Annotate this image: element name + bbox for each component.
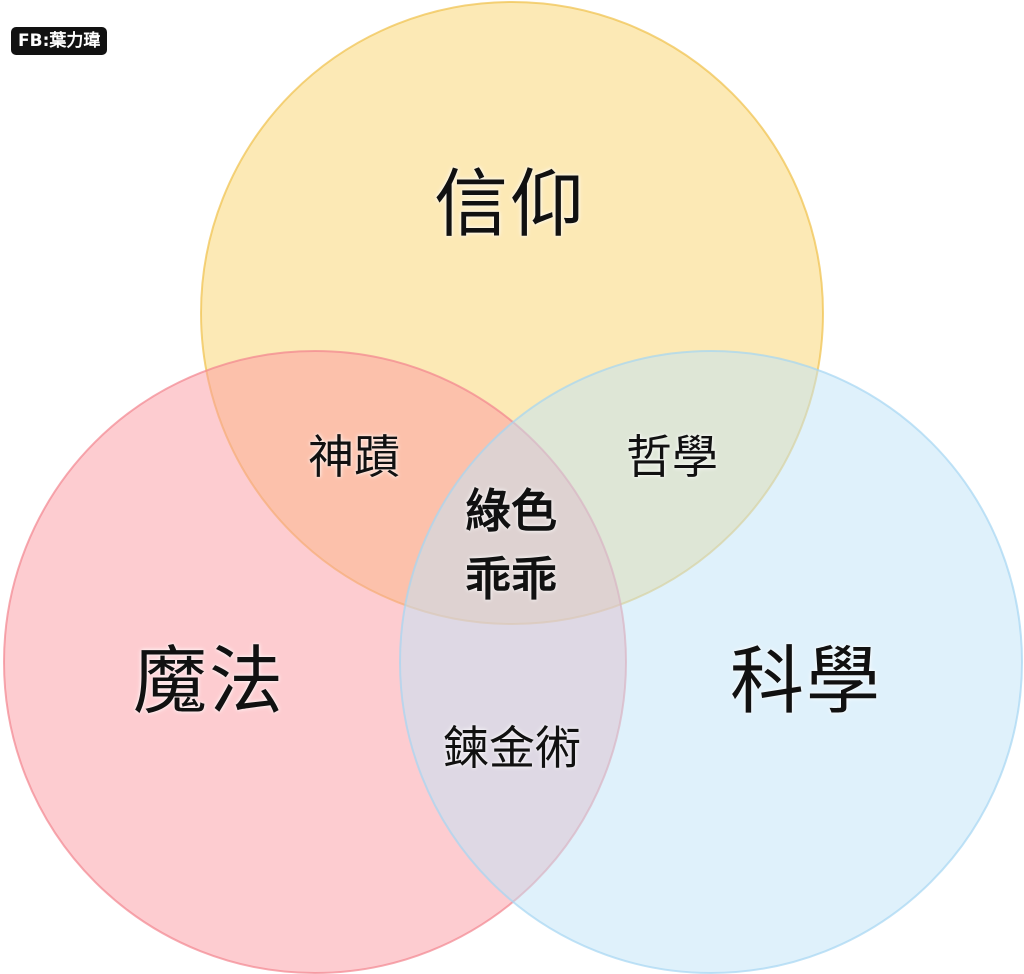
faith-magic-label: 神蹟 bbox=[308, 430, 400, 484]
faith-science-label: 哲學 bbox=[626, 430, 718, 484]
center-label: 綠色 乖乖 bbox=[465, 477, 557, 613]
science-circle bbox=[399, 350, 1023, 974]
author-badge: FB:葉力瑋 bbox=[11, 27, 108, 55]
science-label: 科學 bbox=[730, 638, 882, 725]
center-label-line1: 綠色 bbox=[465, 484, 557, 538]
magic-science-label: 鍊金術 bbox=[443, 721, 581, 775]
center-label-line2: 乖乖 bbox=[465, 552, 557, 606]
magic-label: 魔法 bbox=[133, 638, 285, 725]
faith-label: 信仰 bbox=[434, 161, 586, 248]
